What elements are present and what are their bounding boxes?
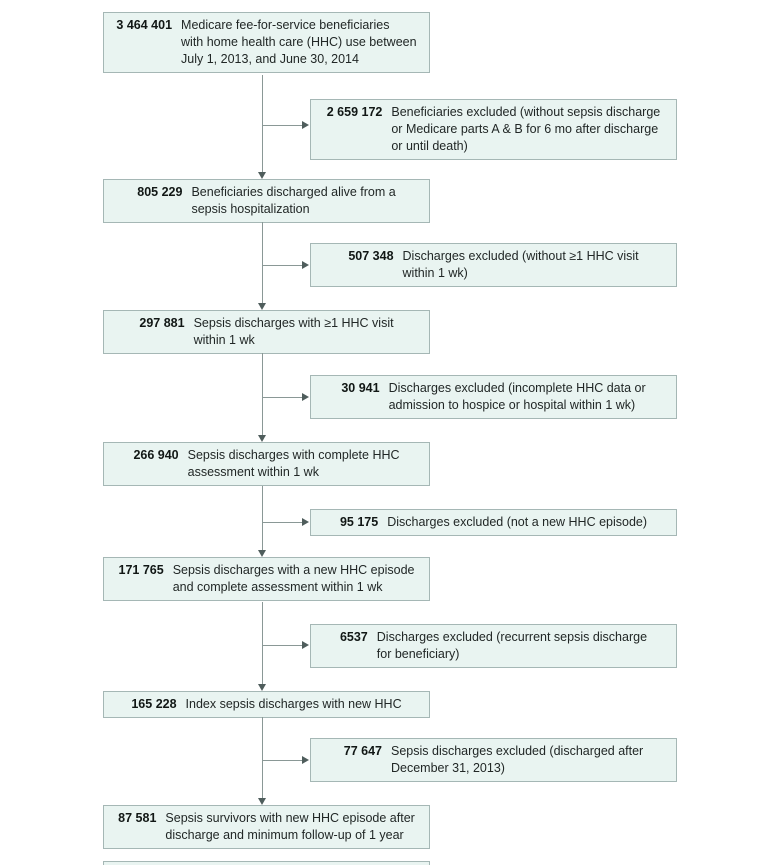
box-label: Sepsis discharges with complete HHC asse… [187,448,400,479]
box-count: 30 941 [341,381,380,395]
connector-line [262,486,263,550]
box-label: Beneficiaries excluded (without sepsis d… [391,105,661,153]
arrow-right-icon [302,518,309,526]
flow-box-excluded-2: 507 348 Discharges excluded (without ≥1 … [310,243,677,287]
flow-box-cohort-3: 297 881 Sepsis discharges with ≥1 HHC vi… [103,310,430,354]
flow-box-cohort-7: 87 581 Sepsis survivors with new HHC epi… [103,805,430,849]
connector-line [262,717,263,798]
box-count: 6537 [339,630,368,644]
box-label: Sepsis survivors with new HHC episode af… [165,811,415,842]
box-count: 266 940 [133,448,179,462]
flow-box-cohort-6: 165 228 Index sepsis discharges with new… [103,691,430,718]
box-count: 77 647 [343,744,382,758]
arrow-right-icon [302,756,309,764]
box-label: Beneficiaries discharged alive from a se… [191,185,396,216]
arrow-right-icon [302,121,309,129]
arrow-down-icon [258,550,266,557]
box-count: 87 581 [118,811,157,825]
flow-box-cohort-1: 3 464 401 Medicare fee-for-service benef… [103,12,430,73]
box-count: 507 348 [348,249,394,263]
box-count: 297 881 [139,316,185,330]
connector-line [263,522,302,523]
arrow-right-icon [302,641,309,649]
box-label: Sepsis discharges excluded (discharged a… [391,744,644,775]
arrow-right-icon [302,393,309,401]
box-label: Discharges excluded (incomplete HHC data… [388,381,646,412]
connector-line [263,397,302,398]
box-count: 2 659 172 [326,105,383,119]
box-count: 95 175 [339,515,379,529]
flow-box-cohort-2: 805 229 Beneficiaries discharged alive f… [103,179,430,223]
arrow-down-icon [258,798,266,805]
box-label: Discharges excluded (without ≥1 HHC visi… [402,249,639,280]
flow-box-cohort-4: 266 940 Sepsis discharges with complete … [103,442,430,486]
box-label: Medicare fee-for-service beneficiaries w… [181,18,417,66]
arrow-down-icon [258,435,266,442]
flow-box-excluded-4: 95 175 Discharges excluded (not a new HH… [310,509,677,536]
connector-line [262,602,263,684]
flow-box-excluded-6: 77 647 Sepsis discharges excluded (disch… [310,738,677,782]
arrow-down-icon [258,684,266,691]
connector-line [263,265,302,266]
box-label: Discharges excluded (not a new HHC episo… [387,515,648,529]
arrow-down-icon [258,303,266,310]
box-count: 805 229 [137,185,183,199]
connector-line [262,353,263,435]
box-label: Sepsis discharges with ≥1 HHC visit with… [193,316,394,347]
connector-line [263,645,302,646]
arrow-right-icon [302,261,309,269]
box-count: 171 765 [118,563,164,577]
box-label: Sepsis discharges with a new HHC episode… [172,563,415,594]
flow-box-excluded-3: 30 941 Discharges excluded (incomplete H… [310,375,677,419]
box-label: Discharges excluded (recurrent sepsis di… [376,630,648,661]
box-count: 165 228 [131,697,177,711]
arrow-down-icon [258,172,266,179]
box-count: 3 464 401 [116,18,173,32]
connector-line [263,760,302,761]
flow-box-cohort-5: 171 765 Sepsis discharges with a new HHC… [103,557,430,601]
flow-box-excluded-1: 2 659 172 Beneficiaries excluded (withou… [310,99,677,160]
box-label: Index sepsis discharges with new HHC [185,697,402,711]
connector-line [263,125,302,126]
connector-line [262,222,263,303]
connector-line [262,75,263,172]
cropped-next-panel-edge [103,861,430,865]
flow-box-excluded-5: 6537 Discharges excluded (recurrent seps… [310,624,677,668]
